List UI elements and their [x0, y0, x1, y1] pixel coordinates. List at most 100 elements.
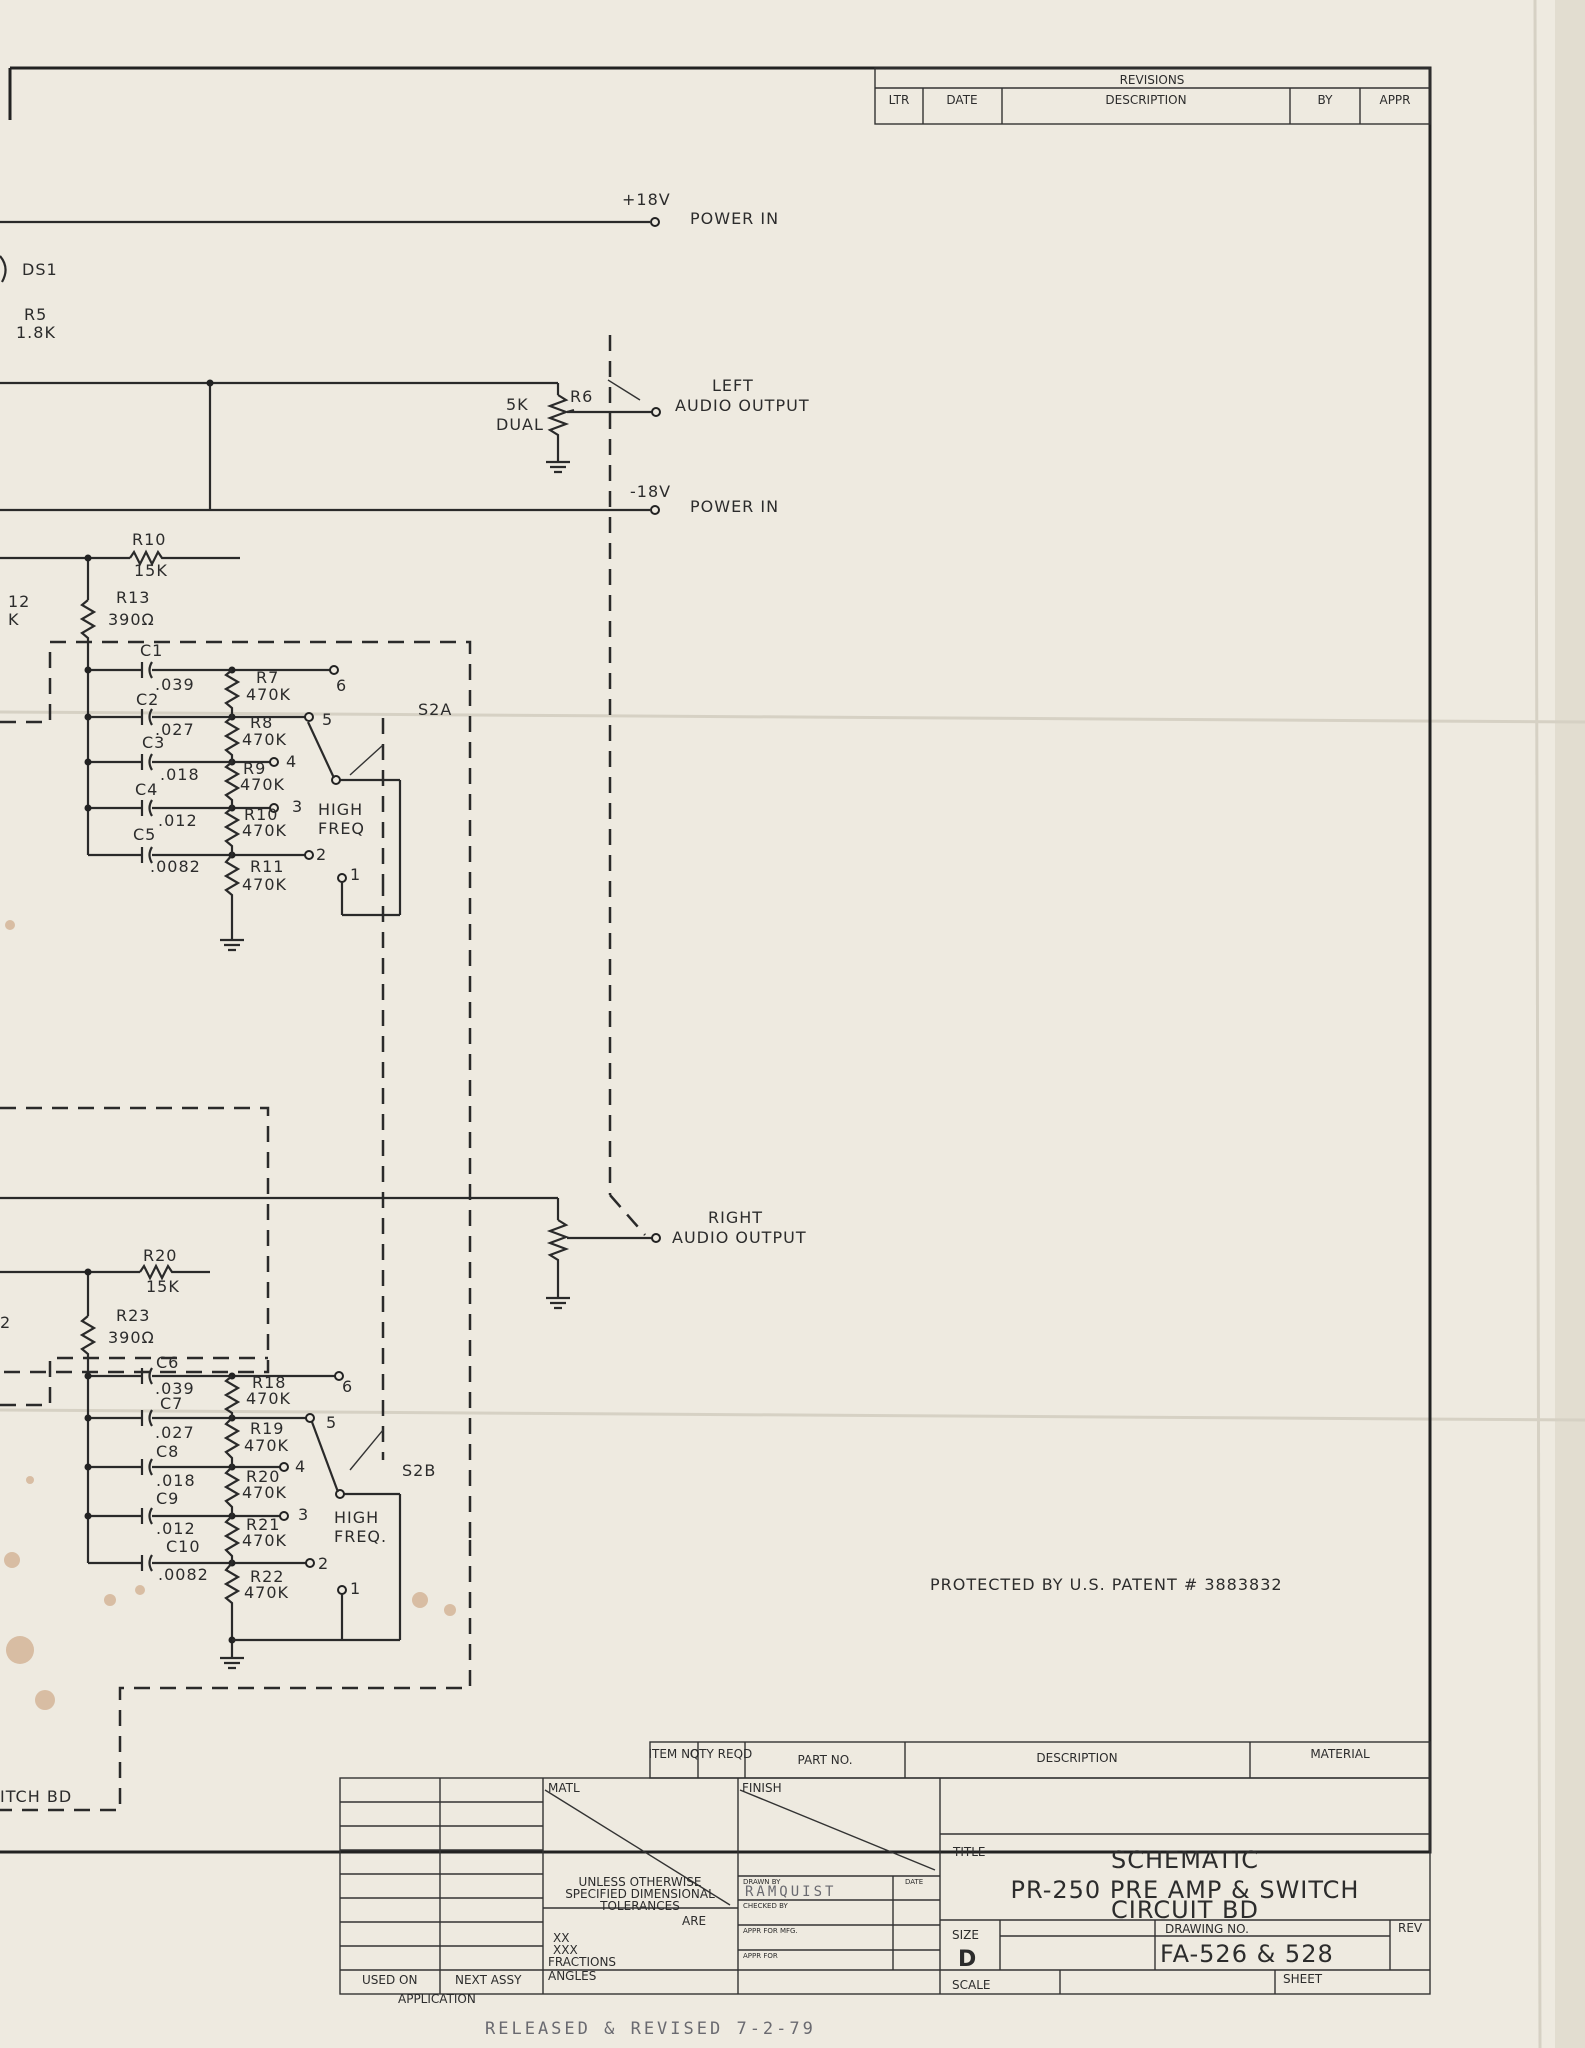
r21-value: 470K [242, 1531, 287, 1550]
s2a-ref: S2A [418, 700, 452, 719]
r20b-value: 470K [242, 1483, 287, 1502]
r22-value: 470K [244, 1583, 289, 1602]
tol-angles: ANGLES [548, 1969, 596, 1983]
parts-list-header: ITEM NO QTY REQD PART NO. DESCRIPTION MA… [648, 1741, 1431, 1779]
s2b-pos-5: 5 [326, 1413, 337, 1432]
r10b-ref: R10 [244, 805, 278, 824]
pos-power-in: POWER IN [690, 209, 779, 228]
application-label: APPLICATION [398, 1992, 476, 2006]
revisions-heading: REVISIONS [1120, 73, 1185, 87]
pot-type: DUAL [496, 415, 544, 434]
c8-ref: C8 [156, 1442, 179, 1461]
neg-power-in: POWER IN [690, 497, 779, 516]
r13-value: 390Ω [108, 610, 155, 629]
s2b-label-1: HIGH [334, 1508, 379, 1527]
c9-value: .012 [156, 1519, 196, 1538]
r10-ref: R10 [132, 530, 166, 549]
drawing-no-value: FA-526 & 528 [1160, 1940, 1334, 1968]
c1-ref: C1 [140, 641, 163, 660]
r9-value: 470K [240, 775, 285, 794]
r19-value: 470K [244, 1436, 289, 1455]
drawing-frame [0, 66, 1432, 1854]
r20-value: 15K [146, 1277, 180, 1296]
patent-notice: PROTECTED BY U.S. PATENT # 3883832 [930, 1575, 1283, 1594]
r5-ref: R5 [24, 305, 47, 324]
c7-value: .027 [155, 1423, 195, 1442]
r13-ref: R13 [116, 588, 150, 607]
s2b-ref: S2B [402, 1461, 436, 1480]
top-cap-ladder [84, 661, 402, 952]
s2b-pos-4: 4 [295, 1457, 306, 1476]
r19-ref: R19 [250, 1419, 284, 1438]
r11-value: 470K [242, 875, 287, 894]
title-line-1: SCHEMATIC [1111, 1846, 1259, 1874]
r10-value: 15K [134, 561, 168, 580]
pot-value: 5K [506, 395, 529, 414]
title-line-2: PR-250 PRE AMP & SWITCH [1011, 1876, 1360, 1904]
finish-label: FINISH [742, 1781, 782, 1795]
used-on-label: USED ON [362, 1973, 417, 1987]
r18-ref: R18 [252, 1373, 286, 1392]
s2b-pos-1: 1 [350, 1579, 361, 1598]
title-line-3: CIRCUIT BD [1111, 1896, 1259, 1924]
switch-bd-fragment: ITCH BD [0, 1787, 72, 1806]
r20-ref: R20 [143, 1246, 177, 1265]
right-output-line1: RIGHT [708, 1208, 763, 1227]
tolerance-line-4: ARE [682, 1914, 706, 1928]
r23-value: 390Ω [108, 1328, 155, 1347]
appr-mfg-label: APPR FOR MFG. [743, 1927, 798, 1935]
c2-value: .027 [155, 720, 195, 739]
right-output-line2: AUDIO OUTPUT [672, 1228, 807, 1247]
scale-label: SCALE [952, 1978, 990, 1992]
title-block [339, 1777, 1431, 1995]
c6-ref: C6 [156, 1353, 179, 1372]
s2a-pos-1: 1 [350, 865, 361, 884]
c6-value: .039 [155, 1379, 195, 1398]
r22-ref: R22 [250, 1567, 284, 1586]
date-label: DATE [905, 1878, 923, 1886]
c9-ref: C9 [156, 1489, 179, 1508]
left-output-line1: LEFT [712, 376, 754, 395]
revisions-block: REVISIONS LTR DATE DESCRIPTION BY APPR [874, 67, 1431, 125]
size-value: D [958, 1947, 976, 1972]
tol-xxx: XXX [553, 1943, 578, 1957]
tolerance-line-1: UNLESS OTHERWISE [579, 1875, 702, 1889]
c2-ref: C2 [136, 690, 159, 709]
r6-potentiometer [546, 394, 570, 455]
s2a-label-2: FREQ [318, 819, 365, 838]
c8-value: .018 [156, 1471, 196, 1490]
c5-ref: C5 [133, 825, 156, 844]
title-label: TITLE [952, 1845, 985, 1859]
s2b-pos-2: 2 [318, 1554, 329, 1573]
rev-col-appr: APPR [1379, 93, 1410, 107]
drawing-no-label: DRAWING NO. [1165, 1922, 1249, 1936]
r22-ref-fragment: 2 [0, 1313, 11, 1332]
next-assy-label: NEXT ASSY [455, 1973, 522, 1987]
c10-ref: C10 [166, 1537, 201, 1556]
ds1-label: DS1 [22, 260, 58, 279]
left-output-line2: AUDIO OUTPUT [675, 396, 810, 415]
c7-ref: C7 [160, 1394, 183, 1413]
rust-stains [4, 920, 456, 1710]
neg-voltage: -18V [630, 482, 671, 501]
tolerance-line-2: SPECIFIED DIMENSIONAL [565, 1887, 715, 1901]
r6-ref: R6 [570, 387, 593, 406]
rev-col-date: DATE [946, 93, 977, 107]
drawn-by-label: DRAWN BY [743, 1878, 781, 1886]
c3-value: .018 [160, 765, 200, 784]
s2a-pos-3: 3 [292, 797, 303, 816]
s2b-label-2: FREQ. [334, 1527, 387, 1546]
rev-col-description: DESCRIPTION [1105, 93, 1186, 107]
c5-value: .0082 [150, 857, 201, 876]
rev-col-ltr: LTR [889, 93, 910, 107]
appr-for-label: APPR FOR [743, 1952, 778, 1960]
parts-col-item: ITEM NO [648, 1747, 699, 1761]
tolerance-line-3: TOLERANCES [599, 1899, 680, 1913]
c1-value: .039 [155, 675, 195, 694]
c4-ref: C4 [135, 780, 158, 799]
rev-label: REV [1398, 1921, 1423, 1935]
size-label: SIZE [952, 1928, 979, 1942]
drawn-by-value: RAMQUIST [745, 1884, 836, 1900]
r5-value: 1.8K [16, 323, 56, 342]
handwritten-note: RELEASED & REVISED 7-2-79 [485, 2019, 816, 2039]
